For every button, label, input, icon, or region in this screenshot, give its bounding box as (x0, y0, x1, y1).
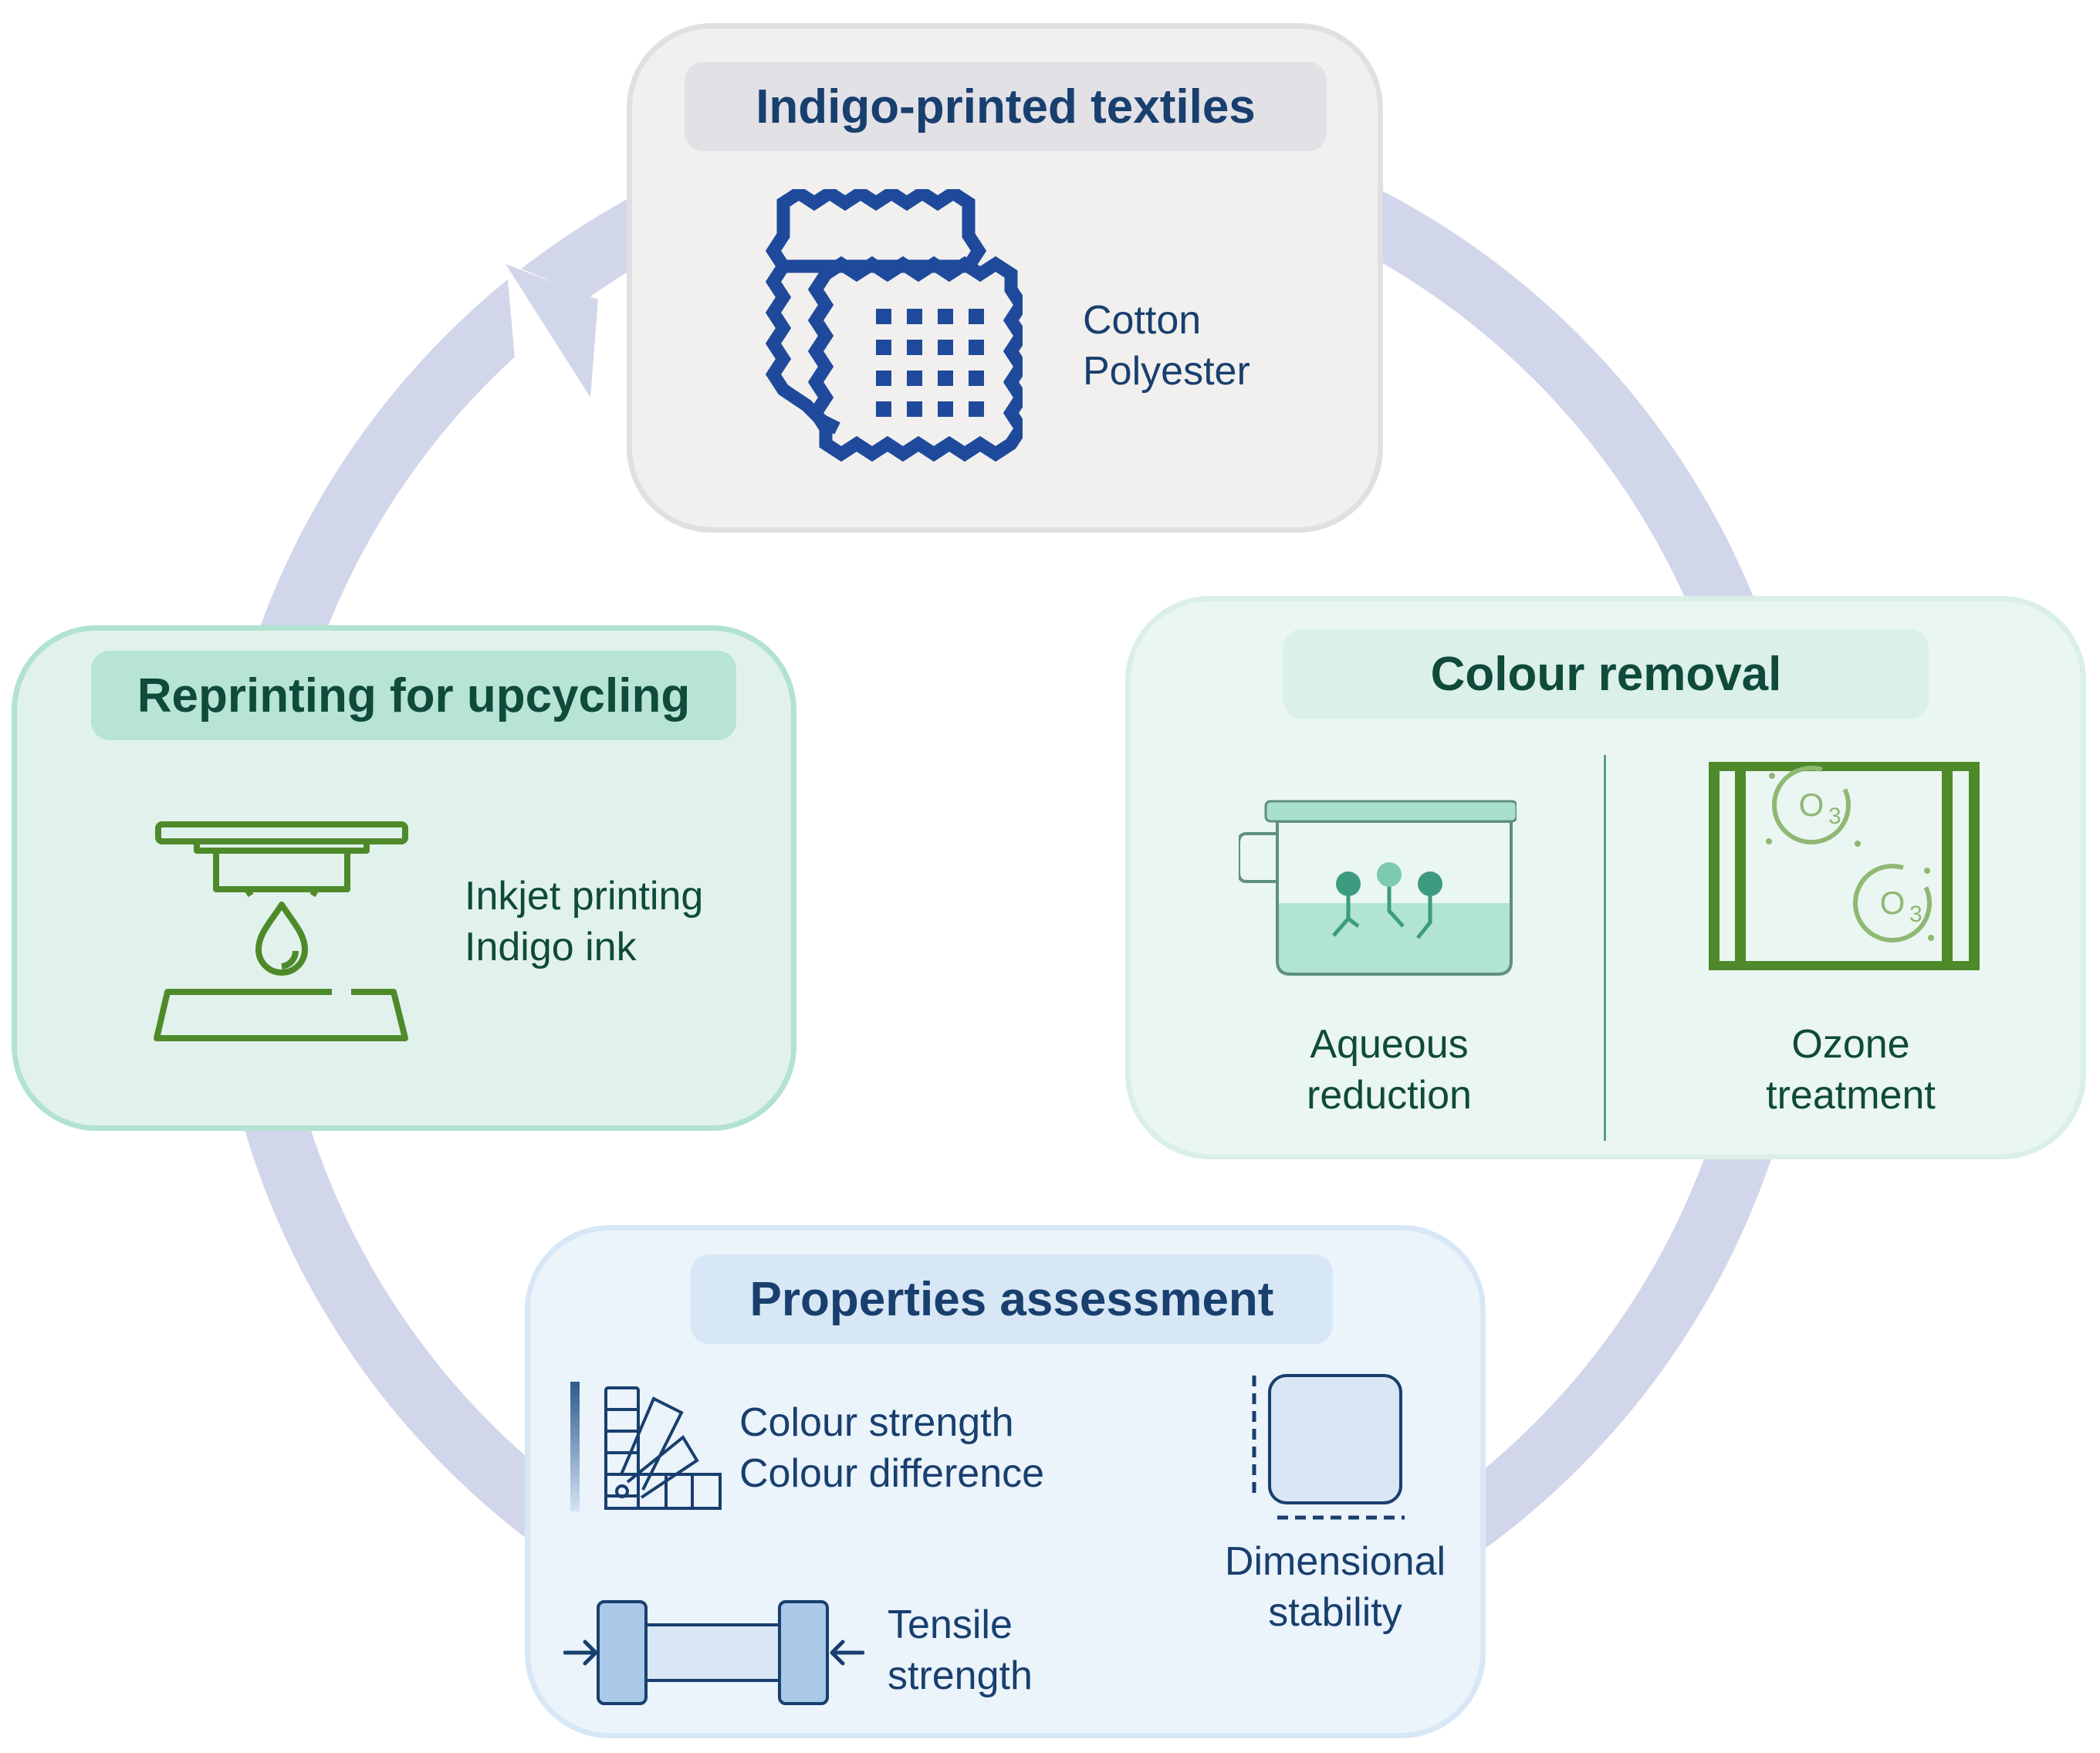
properties-title: Properties assessment (691, 1254, 1333, 1344)
ozone-chamber-frame (1709, 762, 1980, 970)
printer-bed (154, 989, 408, 1041)
beaker-body (1276, 820, 1513, 976)
tensile-grip-left (597, 1600, 648, 1705)
swatch-card (604, 1386, 640, 1497)
arrow-right-icon (563, 1640, 598, 1666)
tensile-strength-label: Tensile strength (888, 1602, 1033, 1698)
beaker-molecules (1332, 880, 1432, 939)
colour-strength-label: Colour strength (739, 1400, 1014, 1445)
printer-carriage (194, 841, 370, 854)
ozone-treatment-label: Ozone treatment (1766, 1022, 1936, 1118)
beaker-lid (1264, 800, 1517, 823)
ozone-molecule: O 3 (1766, 766, 1861, 847)
fabric-front-outline (807, 256, 1023, 462)
dimensional-stability-label: Dimensional stability (1224, 1539, 1446, 1635)
cycle-arrowhead (506, 264, 598, 398)
svg-text:O: O (1880, 885, 1906, 921)
beaker-liquid (1277, 903, 1511, 974)
svg-text:3: 3 (1828, 804, 1841, 829)
ink-drop-highlight (281, 950, 299, 970)
reprinting-details: Inkjet printing Indigo ink (465, 871, 703, 973)
ink-drop-icon (255, 902, 308, 976)
beaker-icon (1239, 800, 1517, 976)
reprinting-detail-ink: Indigo ink (465, 925, 637, 970)
colour-removal-title: Colour removal (1283, 629, 1929, 719)
textiles-material-cotton: Cotton (1083, 298, 1202, 343)
colour-measures: Colour strength Colour difference (739, 1397, 1044, 1499)
tensile-specimen-icon (563, 1600, 864, 1705)
printer-nozzle (244, 887, 320, 898)
svg-text:O: O (1799, 787, 1824, 823)
tensile-gauge (639, 1623, 789, 1682)
fabric-back-outline (765, 189, 987, 435)
beaker-handle (1239, 832, 1277, 883)
fabric-square-icon (1252, 1374, 1405, 1520)
fabric-weave-dots (876, 309, 984, 417)
swatch-card (604, 1473, 722, 1510)
fabric-square (1268, 1374, 1402, 1504)
molecule-head (1377, 862, 1402, 887)
molecule-head (1336, 871, 1361, 896)
colour-swatch-fan-icon (570, 1382, 722, 1511)
printer-head (213, 851, 350, 892)
reprinting-title: Reprinting for upcycling (91, 651, 736, 740)
textiles-material-polyester: Polyester (1083, 349, 1250, 394)
textiles-materials: Cotton Polyester (1083, 295, 1250, 397)
tensile-grip-right (778, 1600, 829, 1705)
reprinting-detail-inkjet: Inkjet printing (465, 874, 704, 919)
swatch-card (626, 1435, 699, 1499)
ozone-chamber-icon: O 3 O 3 (1709, 762, 1980, 970)
colour-difference-label: Colour difference (739, 1451, 1045, 1496)
colour-removal-divider (1604, 755, 1606, 1141)
swatch-card (620, 1396, 684, 1491)
arrow-left-icon (830, 1640, 864, 1666)
inkjet-printer-icon (154, 821, 408, 1041)
textiles-title: Indigo-printed textiles (685, 62, 1327, 151)
ozone-molecule: O 3 (1853, 864, 1934, 942)
molecule-head (1418, 871, 1442, 896)
aqueous-reduction-label: Aqueous reduction (1307, 1022, 1472, 1118)
printer-rail (155, 821, 408, 844)
fabric-swatch-icon (765, 189, 1023, 462)
colour-gradient-bar (570, 1382, 580, 1511)
svg-text:3: 3 (1909, 902, 1922, 927)
